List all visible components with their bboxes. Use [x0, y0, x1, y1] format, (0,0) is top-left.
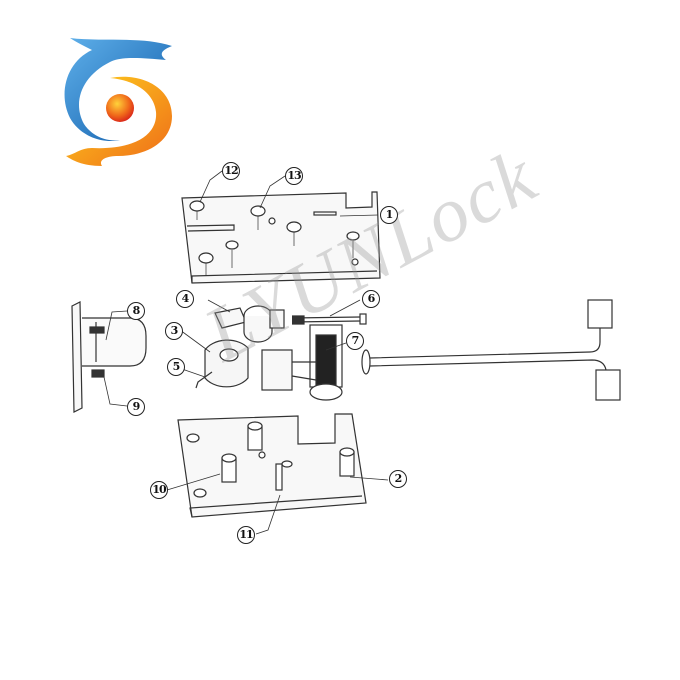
callout-7: 7 [346, 332, 364, 350]
hub-part [214, 305, 285, 343]
callout-10: 10 [150, 481, 168, 499]
callout-11: 11 [237, 526, 255, 544]
motor-block [261, 324, 343, 401]
callout-9: 9 [127, 398, 145, 416]
top-cover-plate [181, 191, 381, 284]
latch-bolt [71, 301, 147, 413]
callout-1: 1 [380, 206, 398, 224]
latch-cam [195, 339, 249, 389]
brand-logo [64, 38, 172, 166]
callout-4: 4 [176, 290, 194, 308]
callout-6: 6 [362, 290, 380, 308]
callout-2: 2 [389, 470, 407, 488]
callout-8: 8 [127, 302, 145, 320]
leader-lines [103, 170, 389, 535]
callout-5: 5 [167, 358, 185, 376]
callout-3: 3 [165, 322, 183, 340]
bottom-base-plate [177, 413, 367, 518]
callout-13: 13 [285, 167, 303, 185]
wire-harness [361, 299, 621, 401]
callout-12: 12 [222, 162, 240, 180]
guide-screw [291, 313, 367, 325]
